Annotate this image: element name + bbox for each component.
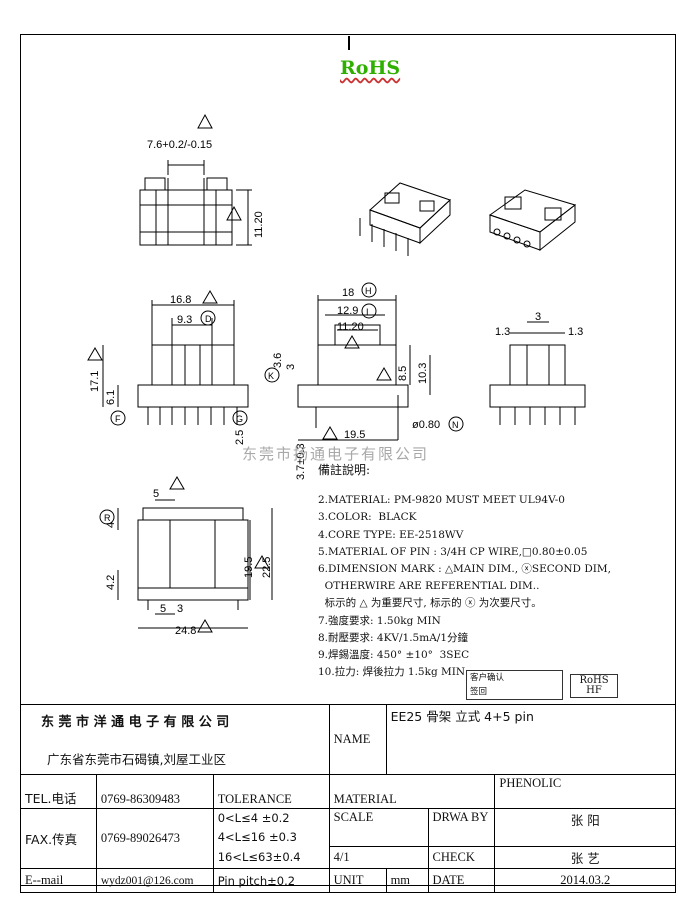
rohs-hf-line-1: RoHS xyxy=(579,675,609,686)
note-line: 5.MATERIAL OF PIN : 3/4H CP WIRE,□0.80±0… xyxy=(318,545,588,558)
dim-side-mid: 12.9 xyxy=(337,305,358,317)
tol-4: Pin pitch±0.2 xyxy=(212,868,330,893)
dim-side-total: 18 xyxy=(342,287,354,299)
email-value: wydz001@126.com xyxy=(95,868,214,893)
dim-side-h1-code: K xyxy=(268,371,274,381)
dim-front-pin-h: 6.1 xyxy=(105,390,117,405)
dim-right-mid: 3 xyxy=(535,311,541,323)
rohs-hf-line-2: HF xyxy=(586,685,602,696)
notes-block: 備註說明: 2.MATERIAL: PM-9820 MUST MEET UL94… xyxy=(318,462,611,681)
drawn-value: 张 阳 xyxy=(494,808,676,847)
email-label: E--mail xyxy=(20,868,97,893)
dim-front-height: 17.1 xyxy=(89,371,101,392)
date-value: 2014.03.2 xyxy=(494,868,676,893)
dim-bot-h3: 19.5 xyxy=(243,557,255,578)
customer-confirm-stamp: 客户确认 签回 xyxy=(466,670,563,700)
fax-value: 0769-89026473 xyxy=(95,808,214,869)
top-view xyxy=(139,113,252,246)
tolerance-label: TOLERANCE xyxy=(212,774,330,809)
unit-value: mm xyxy=(385,868,429,893)
note-line: 8.耐壓要求: 4KV/1.5mA/1分鐘 xyxy=(318,631,468,644)
check-value: 张 艺 xyxy=(494,846,676,869)
notes-title: 備註說明: xyxy=(318,463,371,477)
dim-side-mid-code: I xyxy=(366,307,369,317)
dim-side-pin-h: 3.7±0.3 xyxy=(295,443,307,480)
drawn-label: DRWA BY xyxy=(427,808,496,847)
company-cell: 东 莞 市 洋 通 电 子 有 限 公 司 广东省东莞市石碣镇,刘屋工业区 xyxy=(20,704,330,775)
dim-bot-top: 5 xyxy=(153,488,159,500)
tol-2: 4<L≤16 ±0.3 xyxy=(212,827,330,847)
material-label: MATERIAL xyxy=(328,774,496,809)
scale-label: SCALE xyxy=(328,808,429,847)
dim-front-inner-code: D xyxy=(205,314,212,324)
right-view xyxy=(489,321,586,425)
front-view xyxy=(87,290,249,426)
fax-label: FAX.传真 xyxy=(20,808,97,869)
check-label: CHECK xyxy=(427,846,496,869)
dim-front-pin-len: 2.5 xyxy=(234,430,246,445)
dim-side-h4: 10.3 xyxy=(417,363,429,384)
note-line: 2.MATERIAL: PM-9820 MUST MEET UL94V-0 xyxy=(318,494,565,507)
rohs-hf-badge: RoHS HF xyxy=(570,674,618,698)
name-label: NAME xyxy=(328,704,387,775)
note-line: 10.拉力: 焊後拉力 1.5kg MIN xyxy=(318,666,466,679)
dim-top-height: 11.20 xyxy=(253,211,265,238)
dim-front-code-g: G xyxy=(236,414,243,424)
note-line: 7.強度要求: 1.50kg MIN xyxy=(318,614,441,627)
dim-side-h2: 3 xyxy=(285,364,297,370)
bottom-view xyxy=(99,476,273,633)
title-block: 东 莞 市 洋 通 电 子 有 限 公 司 广东省东莞市石碣镇,刘屋工业区 NA… xyxy=(20,704,677,893)
date-label: DATE xyxy=(427,868,496,893)
company-address: 广东省东莞市石碣镇,刘屋工业区 xyxy=(47,752,226,767)
tol-1: 0<L≤4 ±0.2 xyxy=(212,808,330,828)
name-value: EE25 骨架 立式 4+5 pin xyxy=(385,704,677,775)
note-line: 3.COLOR: BLACK xyxy=(318,511,417,524)
dim-right-left: 1.3 xyxy=(495,326,510,338)
scale-value: 4/1 xyxy=(328,846,429,869)
note-line: OTHERWIRE ARE REFERENTIAL DIM.. xyxy=(318,580,540,593)
dim-side-pin-dia: ø0.80 xyxy=(412,419,440,431)
watermark: 东莞市扬通电子有限公司 xyxy=(242,445,430,463)
dim-side-h3: 8.5 xyxy=(397,366,409,381)
dim-bot-w2: 24.8 xyxy=(175,625,196,637)
stamp-line-1: 客户确认 xyxy=(470,673,505,683)
material-value: PHENOLIC xyxy=(494,774,676,809)
dim-bot-code-r: R xyxy=(104,513,111,523)
dim-right-right: 1.3 xyxy=(568,326,583,338)
isometric-view-2 xyxy=(488,189,577,252)
dim-front-width: 16.8 xyxy=(170,294,191,306)
rohs-label: RoHS xyxy=(340,57,401,79)
dim-side-pin-dia-code: N xyxy=(452,420,459,430)
tel-label: TEL.电话 xyxy=(20,774,97,809)
side-view xyxy=(264,282,464,441)
dim-bot-h4: 22.5 xyxy=(261,557,273,578)
dim-bot-w1: 5 xyxy=(160,603,166,615)
note-line: 标示的 △ 为重要尺寸, 标示的 ⓧ 为次要尺寸。 xyxy=(318,597,542,610)
isometric-view-1 xyxy=(359,182,451,256)
company-name: 东 莞 市 洋 通 电 子 有 限 公 司 xyxy=(41,715,230,730)
dim-front-inner: 9.3 xyxy=(177,314,192,326)
dim-bot-h2: 4.2 xyxy=(105,575,117,590)
dim-front-code-f: F xyxy=(115,414,121,424)
tol-3: 16<L≤63±0.4 xyxy=(212,846,330,869)
dim-bot-h1: 4 xyxy=(105,522,117,528)
note-line: 9.焊錫溫度: 450° ±10° 3SEC xyxy=(318,649,470,662)
dim-top-width: 7.6+0.2/-0.15 xyxy=(147,139,212,151)
sheet-tick-mark xyxy=(348,36,350,50)
note-line: 6.DIMENSION MARK : △MAIN DIM., ⓧSECOND D… xyxy=(318,563,611,576)
dim-side-total-code: H xyxy=(365,286,372,296)
dim-side-h1: 3.6 xyxy=(272,353,284,368)
tel-value: 0769-86309483 xyxy=(95,774,214,809)
stamp-line-2: 签回 xyxy=(470,687,488,697)
dim-side-pin-span: 19.5 xyxy=(344,429,365,441)
dim-side-inner: 11.20 xyxy=(337,321,364,333)
note-line: 4.CORE TYPE: EE-2518WV xyxy=(318,528,464,541)
dim-bot-w1b: 3 xyxy=(177,603,183,615)
unit-label: UNIT xyxy=(328,868,387,893)
